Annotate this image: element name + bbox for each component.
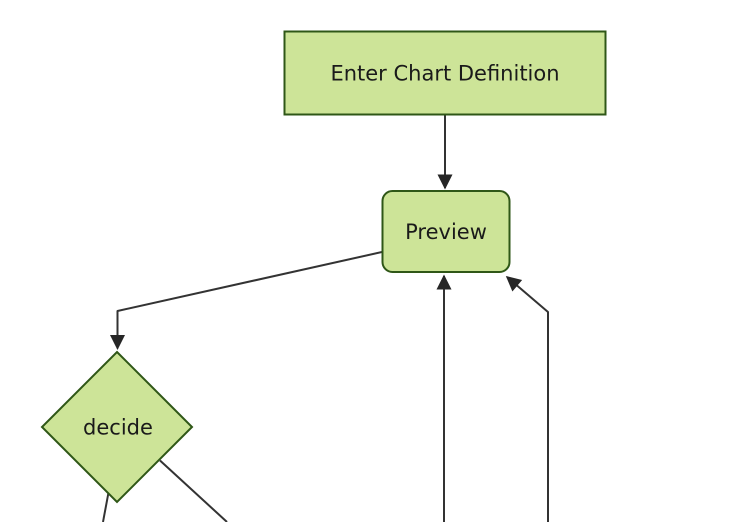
- preview-box: [381, 190, 511, 273]
- preview-label: Preview: [405, 220, 487, 244]
- edge-layer: [102, 115, 549, 522]
- node-enter-chart-definition: Enter Chart Definition: [283, 30, 607, 116]
- enter-chart-definition-box: [283, 30, 607, 116]
- edge-offscreen-bottom-right-to-preview: [505, 276, 549, 522]
- enter-chart-definition-label: Enter Chart Definition: [330, 62, 559, 86]
- edge-decide-to-offscreen-bottom-left: [102, 492, 110, 522]
- node-preview: Preview: [381, 190, 511, 273]
- decide-diamond: [40, 350, 194, 504]
- decide-label: decide: [83, 416, 153, 440]
- edge-preview-to-decide: [110, 251, 383, 350]
- node-decide: decide: [40, 350, 194, 504]
- edge-decide-to-offscreen-bottom-right: [159, 459, 228, 522]
